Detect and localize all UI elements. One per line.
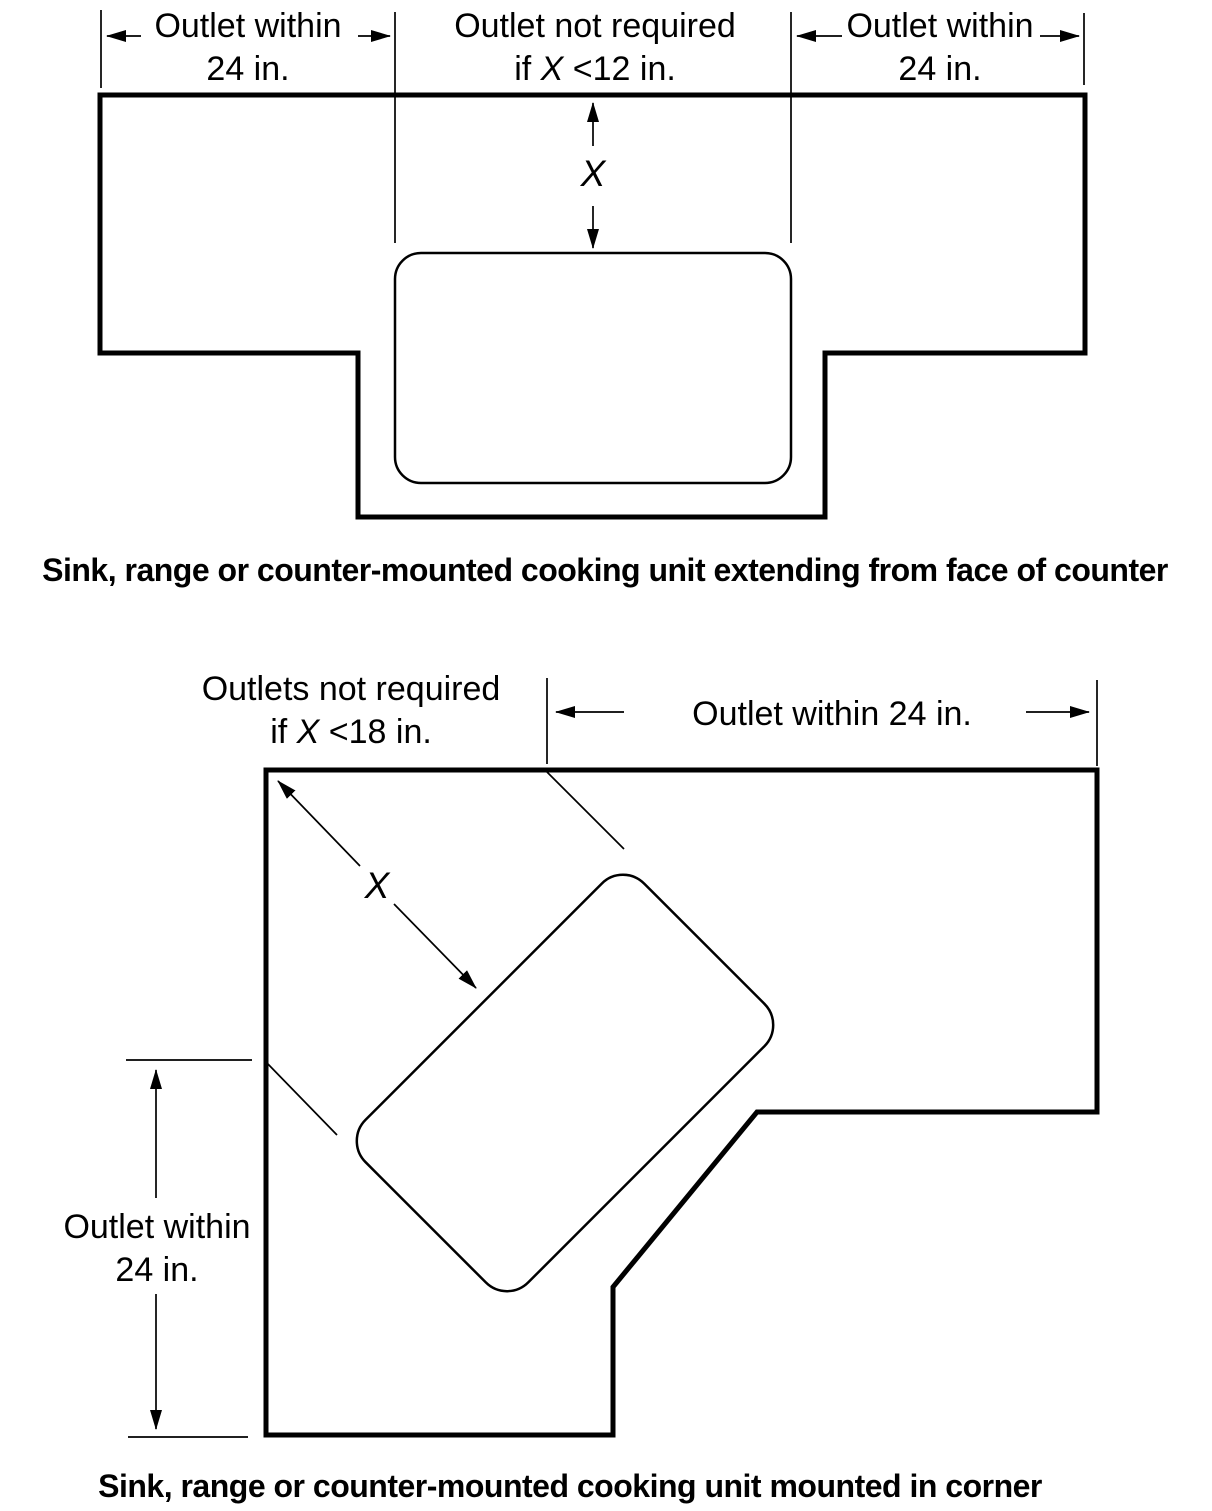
- figure1-x-dimension-label: X: [580, 153, 606, 194]
- figure1-sink-outline: [393, 251, 793, 485]
- figure1-label-outlet-within-left: Outlet within 24 in.: [154, 5, 341, 91]
- figure2-sink-outline: [355, 873, 775, 1293]
- figure2-counter-outline: [263, 767, 1100, 1438]
- label-line: Outlet not required: [454, 7, 736, 45]
- figure1-label-outlet-not-required: Outlet not required if X <12 in.: [454, 5, 736, 91]
- figure2-extension-lines: [126, 678, 1098, 1438]
- figure1-counter-outline: [97, 92, 1088, 520]
- figure1-label-outlet-within-right: Outlet within 24 in.: [846, 5, 1033, 91]
- figure2-label-outlet-within-left: Outlet within 24 in.: [63, 1206, 250, 1292]
- figure1-extension-lines: [100, 10, 1085, 243]
- figure2-dimension-arrows: [150, 706, 1090, 1430]
- x-variable: X: [540, 50, 564, 88]
- label-line: 24 in.: [206, 50, 290, 88]
- figure2-label-outlets-not-required: Outlets not required if X <18 in.: [202, 668, 501, 754]
- label-line: 24 in.: [898, 50, 982, 88]
- label-line: if X <18 in.: [270, 713, 432, 751]
- figure1-dimension-arrows: [106, 30, 1080, 249]
- figure2-caption: Sink, range or counter-mounted cooking u…: [98, 1468, 1042, 1504]
- figure2-counter-diagram: [126, 678, 1100, 1438]
- label-line: Outlet within: [63, 1208, 251, 1246]
- figure2-label-outlet-within-top: Outlet within 24 in.: [692, 695, 972, 733]
- figure1-caption: Sink, range or counter-mounted cooking u…: [42, 552, 1168, 588]
- figure2-x-dimension-label: X: [364, 865, 390, 906]
- label-line: 24 in.: [115, 1251, 199, 1289]
- x-variable: X: [296, 713, 320, 751]
- figure1-counter-diagram: [97, 10, 1088, 520]
- label-line: if X <12 in.: [514, 50, 676, 88]
- label-line: Outlet within: [154, 7, 342, 45]
- label-line: Outlet within: [846, 7, 1034, 45]
- x-arrow-downright: [393, 903, 477, 989]
- label-line: Outlets not required: [201, 670, 501, 708]
- x-arrow-upleft: [277, 780, 361, 867]
